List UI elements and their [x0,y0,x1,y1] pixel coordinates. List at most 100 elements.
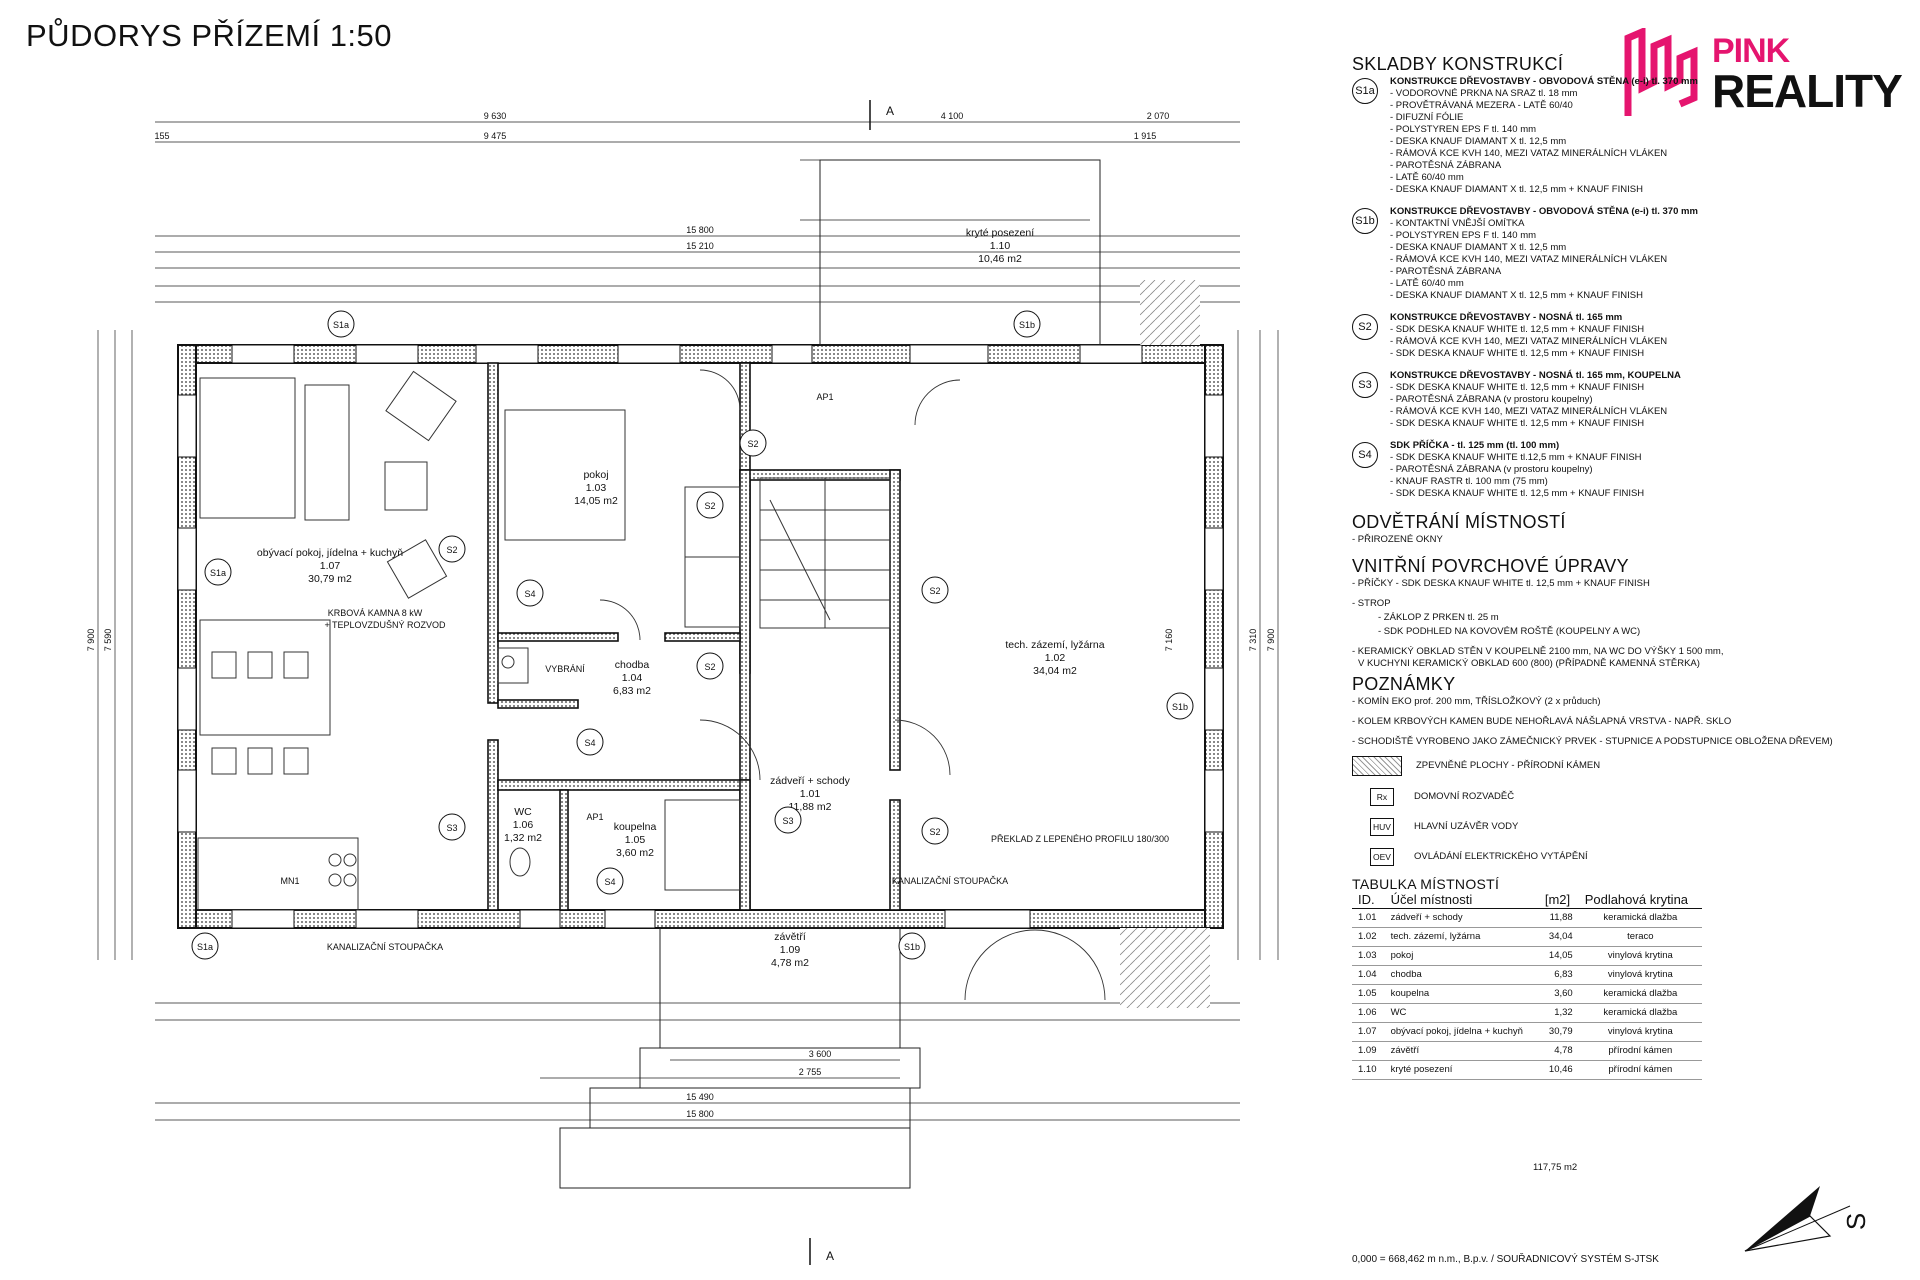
room-name-wc: WC [514,806,532,818]
section-marks [809,100,871,1265]
surface-line: - SDK PODHLED NA KOVOVÉM ROŠTĚ (KOUPELNY… [1378,626,1641,637]
marker-s1b-1: S1b [1019,320,1035,330]
composition-s3: S3 KONSTRUKCE DŘEVOSTAVBY - NOSNÁ tl. 16… [1352,370,1872,430]
composition-title: KONSTRUKCE DŘEVOSTAVBY - OBVODOVÁ STĚNA … [1390,76,1698,87]
marker-s1a-3: S1a [197,942,213,952]
composition-s1b: S1b KONSTRUKCE DŘEVOSTAVBY - OBVODOVÁ ST… [1352,206,1872,302]
composition-line: - DESKA KNAUF DIAMANT X tl. 12,5 mm [1390,242,1567,253]
cell: 1.05 [1352,984,1385,1004]
composition-line: - VODOROVNÉ PRKNA NA SRAZ tl. 18 mm [1390,88,1578,99]
composition-line: - PAROTĚSNÁ ZÁBRANA (v prostoru koupelny… [1390,394,1593,405]
room-area-tech: 34,04 m2 [1033,665,1077,677]
label-krb-2: + TEPLOVZDUŠNÝ ROZVOD [324,620,446,630]
composition-line: - DESKA KNAUF DIAMANT X tl. 12,5 mm + KN… [1390,184,1643,195]
staircase [759,477,891,629]
composition-line: - POLYSTYREN EPS F tl. 140 mm [1390,230,1537,241]
north-arrow-icon [1744,1186,1851,1252]
dim-3600: 3 600 [809,1049,832,1059]
composition-line: - RÁMOVÁ KCE KVH 140, MEZI VATAZ MINERÁL… [1390,148,1668,159]
cell: přírodní kámen [1578,1060,1702,1080]
symbol-label: HLAVNÍ UZÁVĚR VODY [1414,821,1519,832]
north-arrow: S [1740,1176,1890,1256]
cell: 3,60 [1538,984,1579,1004]
dim-15210: 15 210 [686,241,714,251]
room-id-koupelna: 1.05 [625,834,646,846]
cell: pokoj [1384,946,1539,966]
room-id-chodba: 1.04 [622,672,643,684]
bottom-dimension-lines [155,1002,1240,1121]
note-line: - SCHODIŠTĚ VYROBENO JAKO ZÁMEČNICKÝ PRV… [1352,736,1833,747]
table-total: 117,75 m2 [1533,1162,1578,1173]
dim-9630: 9 630 [484,111,507,121]
cell: 1.09 [1352,1041,1385,1061]
composition-line: - RÁMOVÁ KCE KVH 140, MEZI VATAZ MINERÁL… [1390,254,1668,265]
dim-1915: 1 915 [1134,131,1157,141]
dim-7900-right: 7 900 [1266,629,1276,652]
wall-type-markers [191,310,1194,960]
table-header: Podlahová krytina [1578,892,1702,909]
interior-walls [487,362,901,911]
cell: zádveří + schody [1384,908,1539,928]
table-header: [m2] [1538,892,1579,909]
logo-mark-icon [1624,26,1698,116]
room-area-zavetri: 4,78 m2 [771,957,809,969]
dim-155: 155 [154,131,169,141]
marker-s1a-1: S1a [333,320,349,330]
doors [599,369,1106,1001]
dim-4100: 4 100 [941,111,964,121]
cell: kryté posezení [1384,1060,1539,1080]
label-kanalizace: KANALIZAČNÍ STOUPAČKA [327,942,443,952]
note-line: - KOLEM KRBOVÝCH KAMEN BUDE NEHOŘLAVÁ NÁ… [1352,716,1732,727]
cell: 1.03 [1352,946,1385,966]
composition-title: SDK PŘÍČKA - tl. 125 mm (tl. 100 mm) [1390,440,1560,451]
marker-s3-1: S3 [446,823,457,833]
composition-s4: S4 SDK PŘÍČKA - tl. 125 mm (tl. 100 mm) … [1352,440,1872,500]
room-name-zadveri: zádveří + schody [770,775,850,787]
surface-line: V KUCHYNI KERAMICKÝ OBKLAD 600 (800) (PŘ… [1358,658,1700,669]
cell: 1.02 [1352,927,1385,947]
windows [177,344,1224,929]
cell: 34,04 [1538,927,1579,947]
composition-line: - SDK DESKA KNAUF WHITE tl. 12,5 mm + KN… [1390,348,1645,359]
table-header: ID. [1352,892,1385,909]
composition-line: - SDK DESKA KNAUF WHITE tl. 12,5 mm + KN… [1390,488,1645,499]
marker-s2-5: S2 [929,586,940,596]
entrance-steps [559,159,1101,1189]
dim-7590-left: 7 590 [103,629,113,652]
surface-line: - KERAMICKÝ OBKLAD STĚN V KOUPELNĚ 2100 … [1352,646,1724,657]
cell: vinylová krytina [1578,965,1702,985]
cell: 1.07 [1352,1022,1385,1042]
symbol-code: Rx [1370,788,1394,806]
room-name-chodba: chodba [615,659,650,671]
cell: chodba [1384,965,1539,985]
cell: keramická dlažba [1578,1003,1702,1023]
room-name-tech: tech. zázemí, lyžárna [1005,639,1104,651]
composition-line: - PAROTĚSNÁ ZÁBRANA [1390,160,1502,171]
top-dimension-lines [155,121,1240,303]
dim-7900-left: 7 900 [86,629,96,652]
marker-s1b-2: S1b [1172,702,1188,712]
room-name-zavetri: závětří [774,931,806,943]
side-dimension-lines [97,330,1279,960]
composition-line: - KNAUF RASTR tl. 100 mm (75 mm) [1390,476,1548,487]
room-name-koupelna: koupelna [614,821,657,833]
cell: 1,32 [1538,1003,1579,1023]
marker-s1a-2: S1a [210,568,226,578]
compositions-heading: SKLADBY KONSTRUKCÍ [1352,54,1564,74]
cell: 30,79 [1538,1022,1579,1042]
composition-line: - KONTAKTNÍ VNĚJŠÍ OMÍTKA [1390,218,1525,229]
room-id-tech: 1.02 [1045,652,1066,664]
logo-pink-text: PINK [1712,32,1790,70]
furniture [197,370,741,911]
composition-line: - RÁMOVÁ KCE KVH 140, MEZI VATAZ MINERÁL… [1390,336,1668,347]
cell: 6,83 [1538,965,1579,985]
symbol-code: OEV [1370,848,1394,866]
cell: 11,88 [1538,908,1579,928]
cell: keramická dlažba [1578,984,1702,1004]
label-krb: KRBOVÁ KAMNA 8 kW [328,608,423,618]
marker-ap1-1: AP1 [816,392,833,402]
